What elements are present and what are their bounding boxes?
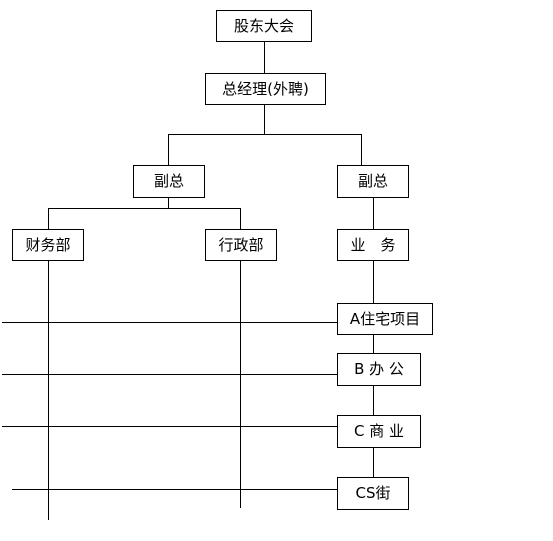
node-admin-dept: 行政部 <box>205 229 277 261</box>
node-vice-president-right: 副总 <box>337 165 409 198</box>
connector-finance-up <box>48 208 49 230</box>
connector-vp-right-down <box>373 197 374 230</box>
connector-business-a <box>373 260 374 304</box>
node-project-cs: CS街 <box>337 477 409 510</box>
connector-row-b <box>2 374 338 375</box>
node-project-c: C 商 业 <box>337 415 421 448</box>
connector-finance-down <box>48 260 49 520</box>
node-project-a: A住宅项目 <box>337 303 433 335</box>
node-general-manager: 总经理(外聘) <box>205 73 326 105</box>
connector-b-c <box>373 385 374 416</box>
node-business-dept: 业 务 <box>337 229 409 261</box>
connector-gm-down <box>264 104 265 134</box>
node-project-b: B 办 公 <box>337 353 421 386</box>
connector-vp-right <box>361 134 362 166</box>
connector-c-cs <box>373 447 374 478</box>
connector-row-cs <box>12 489 338 490</box>
node-vice-president-left: 副总 <box>133 165 205 198</box>
connector-row-c <box>2 426 338 427</box>
connector-dept-bar <box>48 208 241 209</box>
connector-vp-left-down <box>168 197 169 208</box>
connector-admin-up <box>240 208 241 230</box>
connector-admin-down <box>240 260 241 508</box>
node-finance-dept: 财务部 <box>12 229 84 261</box>
connector-a-b <box>373 334 374 354</box>
connector-top <box>264 41 265 74</box>
connector-vp-left <box>168 134 169 166</box>
node-shareholders-meeting: 股东大会 <box>216 10 312 42</box>
connector-row-a <box>2 322 338 323</box>
connector-vp-bar <box>168 134 361 135</box>
